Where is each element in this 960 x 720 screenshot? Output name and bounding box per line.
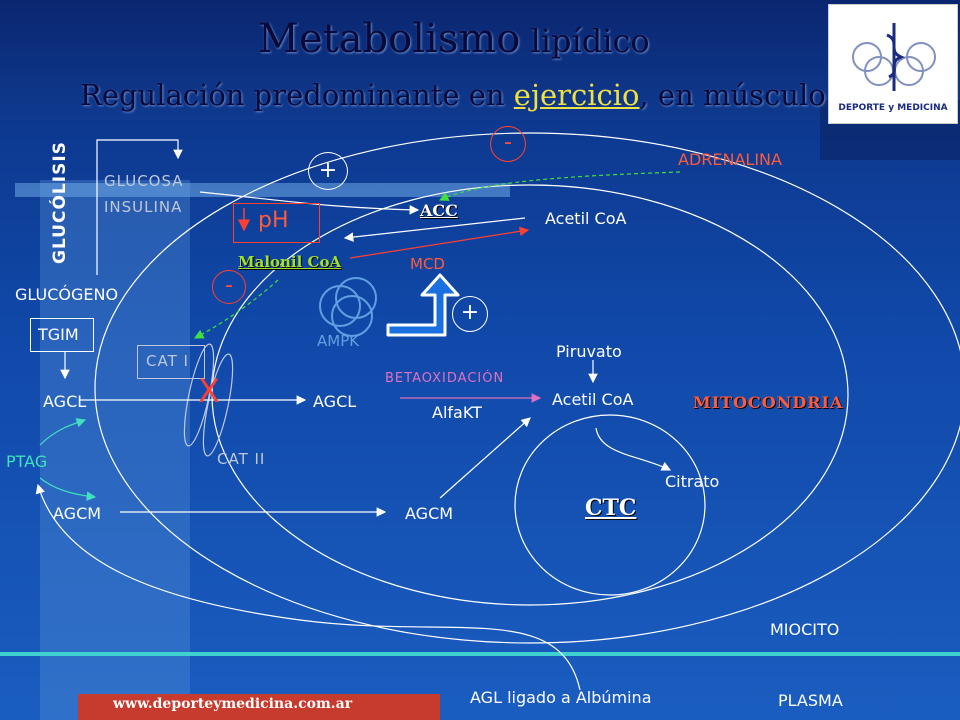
agcm-right-label: AGCM (405, 504, 454, 523)
logo-emblem-icon (852, 23, 936, 91)
cat1-label: CAT I (146, 352, 189, 370)
agcm-left-label: AGCM (53, 504, 102, 523)
miocito-membrane (94, 132, 960, 644)
vertical-band (40, 180, 190, 720)
glucogeno-label: GLUCÓGENO (15, 285, 119, 304)
ctc-cycle (514, 414, 706, 596)
acetil-coa-top-label: Acetil CoA (545, 209, 627, 228)
plus-circle-2: + (452, 296, 488, 332)
minus-circle-1: - (490, 126, 526, 162)
glucosa-label: GLUCOSA (104, 172, 184, 190)
deporte-medicina-logo: DEPORTE y MEDICINA (828, 4, 958, 124)
malonil-coa-label: Malonil CoA (238, 253, 342, 271)
logo-text: DEPORTE y MEDICINA (838, 103, 948, 113)
tgim-label: TGIM (38, 325, 79, 344)
turn-arrow (386, 273, 460, 337)
header-band (0, 0, 960, 120)
slide-title: Metabolismo lipídico (258, 16, 650, 62)
ampk-label: AMPK (317, 332, 360, 350)
adrenalina-label: ADRENALINA (678, 150, 782, 169)
agcl-left-label: AGCL (43, 392, 87, 411)
agl-albumina-label: AGL ligado a Albúmina (470, 688, 652, 707)
tgim-box (30, 318, 94, 352)
plasma-membrane-line (0, 652, 960, 656)
acc-label: ACC (420, 201, 458, 220)
horizontal-band (15, 183, 510, 197)
footer-url[interactable]: www.deporteymedicina.com.ar (113, 696, 353, 712)
mitocondria-label: MITOCONDRIA (693, 393, 844, 412)
ph-label: pH (258, 208, 289, 233)
footer-bar (78, 694, 440, 720)
ph-box (233, 203, 320, 243)
piruvato-label: Piruvato (556, 342, 622, 361)
miocito-label: MIOCITO (770, 620, 840, 639)
plasma-label: PLASMA (778, 691, 843, 710)
minus-circle-2: - (212, 270, 246, 304)
citrato-label: Citrato (665, 472, 720, 491)
ptag-label: PTAG (6, 452, 48, 471)
betaoxidacion-label: BETAOXIDACIÓN (385, 371, 505, 386)
cat-ellipse-1 (183, 343, 215, 447)
alfakt-label: AlfaKT (432, 403, 482, 422)
cat2-label: CAT II (217, 450, 266, 468)
acetil-coa-mito-label: Acetil CoA (552, 390, 634, 409)
cat1-box (137, 345, 205, 379)
mitocondria-membrane (211, 184, 849, 606)
agcl-right-label: AGCL (313, 392, 357, 411)
glucolisis-label: GLUCÓLISIS (50, 141, 70, 264)
slide-subtitle: Regulación predominante en ejercicio, en… (80, 78, 826, 112)
cat-ellipse-2 (202, 353, 234, 457)
insulina-label: INSULINA (104, 198, 183, 216)
ctc-label: CTC (585, 495, 637, 521)
subtitle-link[interactable]: ejercicio (513, 78, 640, 112)
block-x-mark: X (198, 372, 220, 410)
plus-circle-1: + (308, 152, 348, 190)
mcd-label: MCD (410, 255, 445, 273)
